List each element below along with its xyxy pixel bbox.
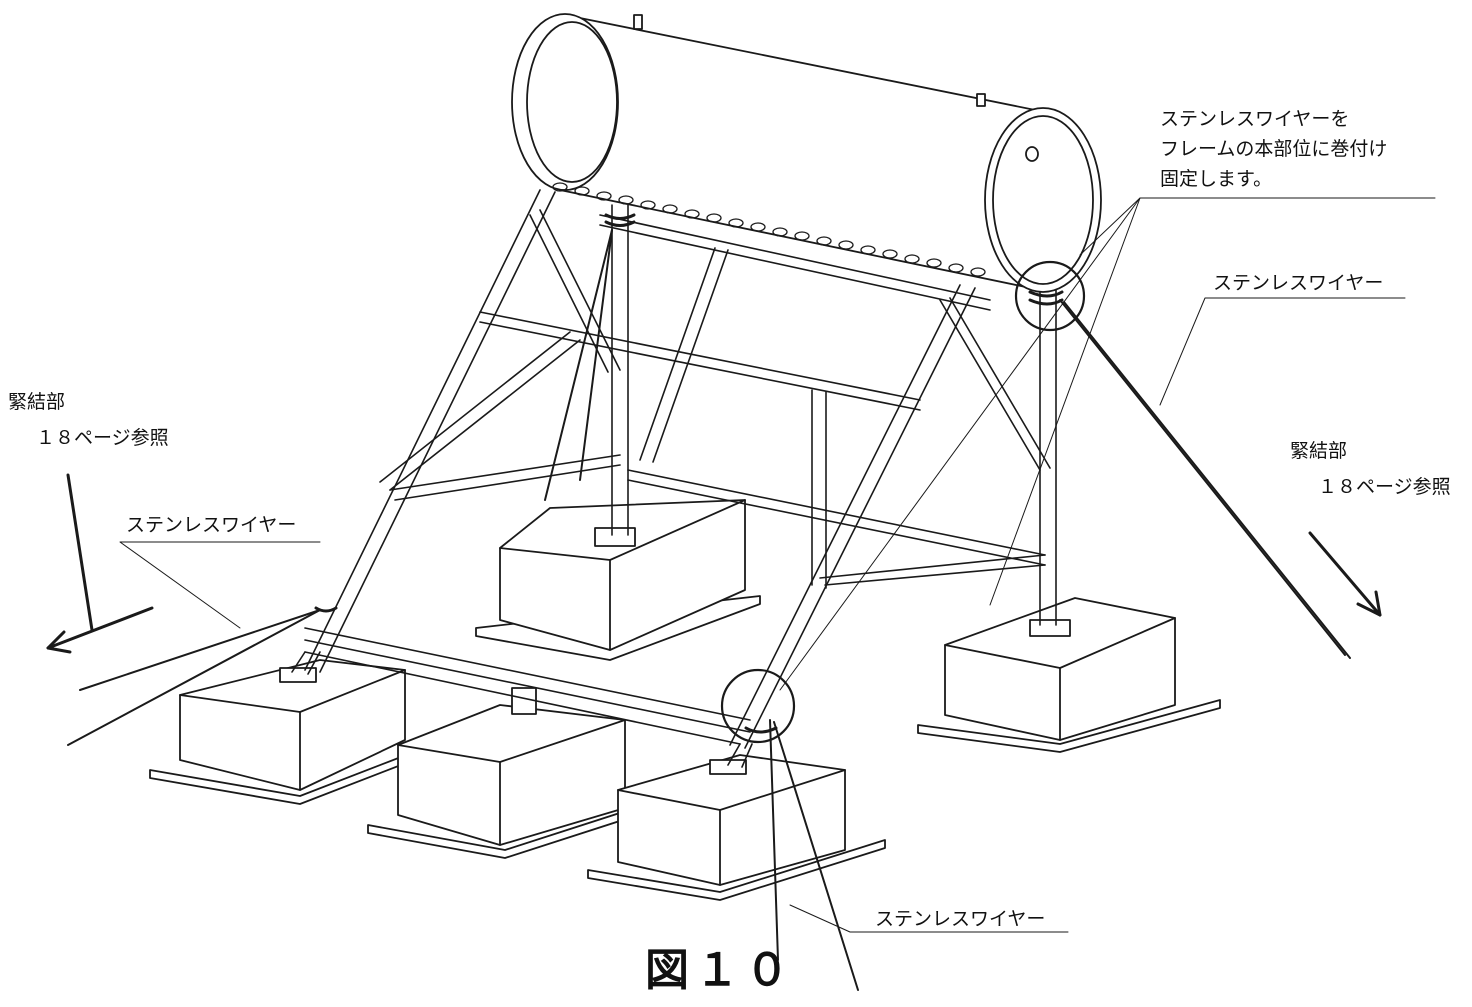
concrete-block-front-right	[587, 754, 886, 901]
fastening-arrows	[46, 473, 1382, 654]
wire-label-upper-right: ステンレスワイヤー	[1213, 272, 1384, 294]
callout-leaders	[119, 197, 1436, 933]
fastening-note-left: 緊結部 １８ページ参照	[8, 384, 169, 456]
instruction-note: ステンレスワイヤーを フレームの本部位に巻付け 固定します。	[1160, 104, 1387, 194]
figure-caption: 図１０	[645, 945, 795, 996]
fastening-title-right: 緊結部	[1290, 440, 1348, 462]
concrete-block-front-left	[149, 659, 446, 805]
support-frame	[291, 189, 1057, 768]
hot-water-storage-tank	[511, 13, 1102, 293]
fastening-note-right: 緊結部 １８ページ参照	[1290, 433, 1451, 505]
instruction-line-1: ステンレスワイヤーを	[1160, 108, 1350, 130]
wire-label-left: ステンレスワイヤー	[126, 514, 297, 536]
page-ref-right: １８ページ参照	[1318, 476, 1451, 498]
stainless-wires	[67, 229, 1351, 991]
concrete-block-right	[917, 597, 1221, 753]
instruction-line-2: フレームの本部位に巻付け	[1160, 138, 1388, 160]
wire-wraps	[314, 213, 1064, 734]
concrete-block-back	[475, 499, 761, 661]
instruction-line-3: 固定します。	[1160, 168, 1273, 190]
concrete-block-front-middle	[367, 687, 661, 859]
wire-label-bottom: ステンレスワイヤー	[875, 908, 1046, 930]
page-ref-left: １８ページ参照	[36, 427, 169, 449]
vacuum-tube-sockets	[552, 182, 986, 277]
fastening-title-left: 緊結部	[8, 391, 66, 413]
highlight-circles	[720, 260, 1086, 744]
